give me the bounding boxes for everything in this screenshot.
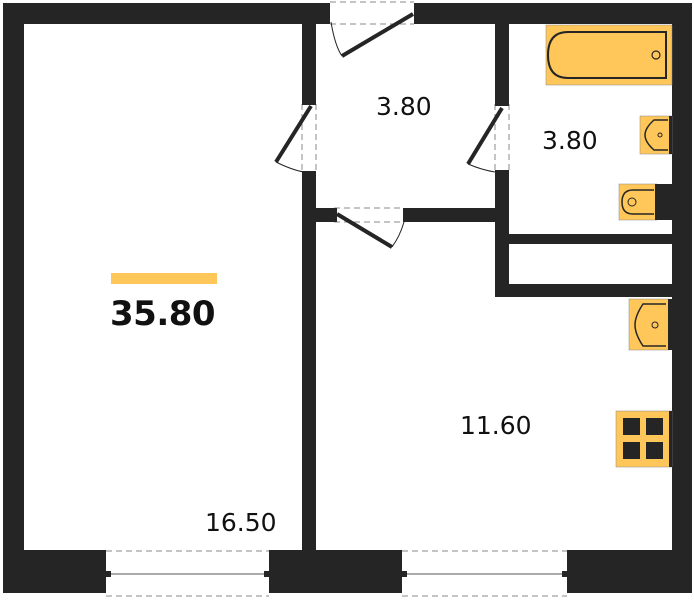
kitchen-window bbox=[397, 550, 572, 597]
living-room-window bbox=[101, 550, 274, 597]
toilet-icon bbox=[618, 183, 672, 221]
entrance-door bbox=[326, 1, 418, 58]
kitchen-door bbox=[332, 207, 408, 249]
bathroom-door bbox=[466, 100, 510, 176]
bathtub-icon bbox=[545, 24, 673, 86]
living-room-area: 16.50 bbox=[205, 508, 277, 537]
stove-icon bbox=[615, 410, 673, 468]
living-room-door bbox=[274, 100, 317, 176]
bathroom-area: 3.80 bbox=[542, 126, 598, 155]
bathroom-sink-icon bbox=[639, 115, 673, 155]
hallway-area: 3.80 bbox=[376, 92, 432, 121]
total-area-label: 35.80 bbox=[110, 294, 216, 334]
kitchen-sink-icon bbox=[628, 298, 672, 351]
walls bbox=[3, 3, 692, 593]
total-area-accent-bar bbox=[111, 273, 217, 284]
kitchen-area: 11.60 bbox=[460, 411, 532, 440]
